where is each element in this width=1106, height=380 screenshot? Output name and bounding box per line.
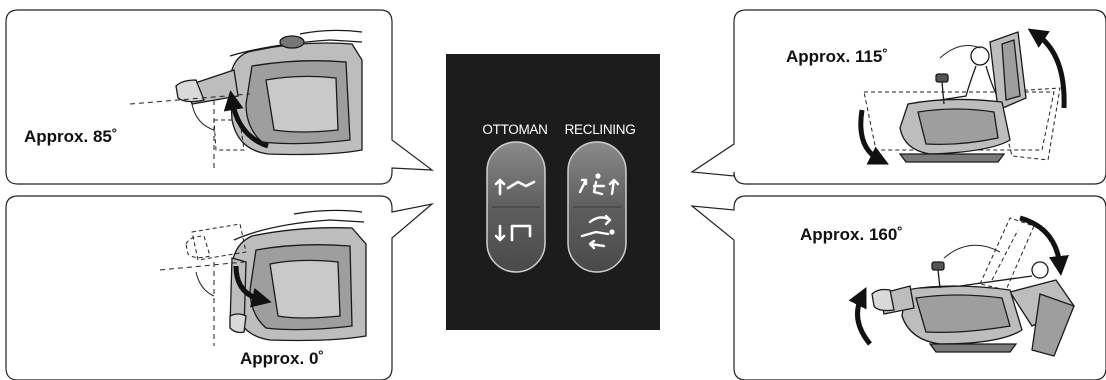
reclining-button[interactable] [568,142,626,272]
angle-label: Approx. 115˚ [786,47,888,66]
reclining-label: RECLINING [565,122,636,137]
angle-label: Approx. 85˚ [24,127,118,146]
angle-label: Approx. 160˚ [800,225,903,244]
callout-bottom-right: Approx. 160˚ [692,196,1106,380]
callout-bottom-left: Approx. 0˚ [6,196,432,380]
control-panel-background [446,54,660,330]
callout-top-right: Approx. 115˚ [692,10,1106,184]
angle-label: Approx. 0˚ [240,349,324,368]
ottoman-label: OTTOMAN [482,122,547,137]
callout-bubble [6,196,432,380]
callout-bubble [692,10,1106,184]
control-panel: OTTOMAN RECLINING [446,54,660,330]
callout-top-left: Approx. 85˚ [6,10,432,184]
ottoman-button[interactable] [487,142,545,272]
